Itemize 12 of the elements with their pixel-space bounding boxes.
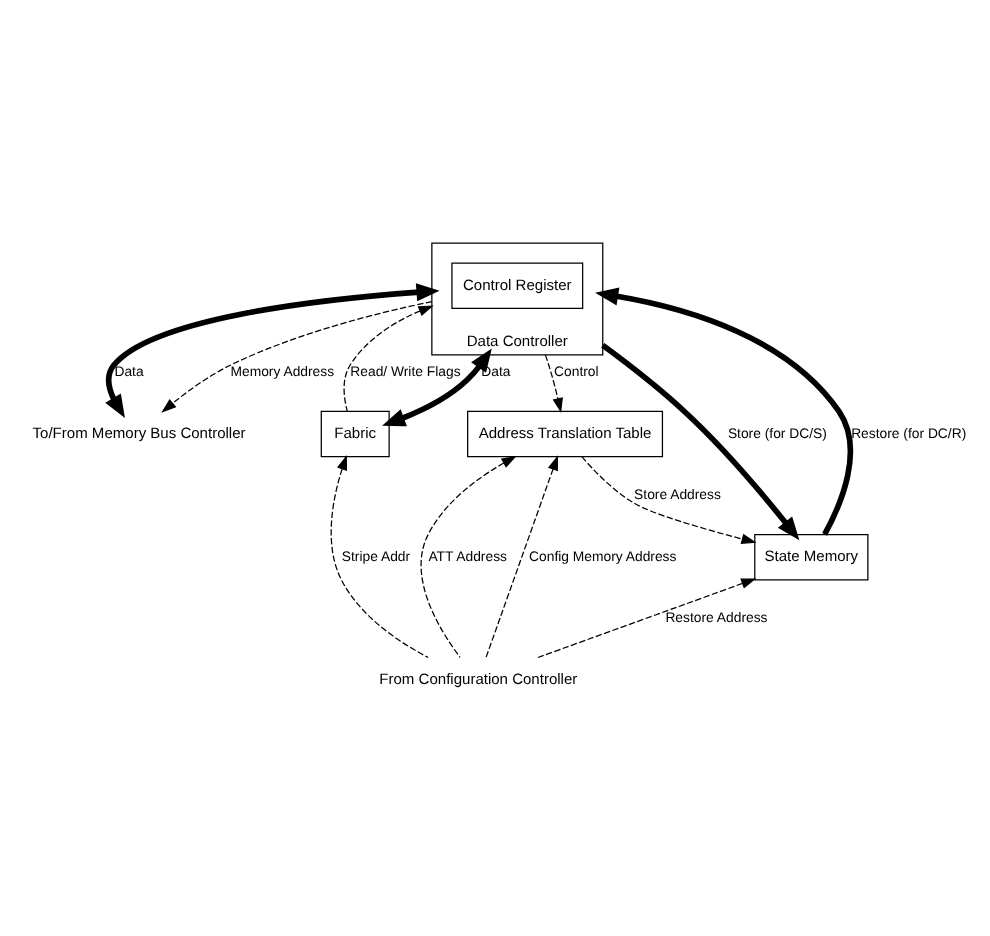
arrow — [382, 348, 492, 427]
arrow — [343, 305, 434, 412]
arrow — [161, 301, 433, 413]
arrow — [105, 283, 440, 418]
arrow — [485, 455, 558, 659]
arrow — [537, 578, 757, 659]
arrow — [595, 287, 854, 536]
arrow — [544, 354, 563, 414]
arrow — [581, 456, 757, 545]
arrow — [601, 343, 800, 541]
arrow — [330, 454, 429, 659]
arrow — [420, 455, 517, 658]
